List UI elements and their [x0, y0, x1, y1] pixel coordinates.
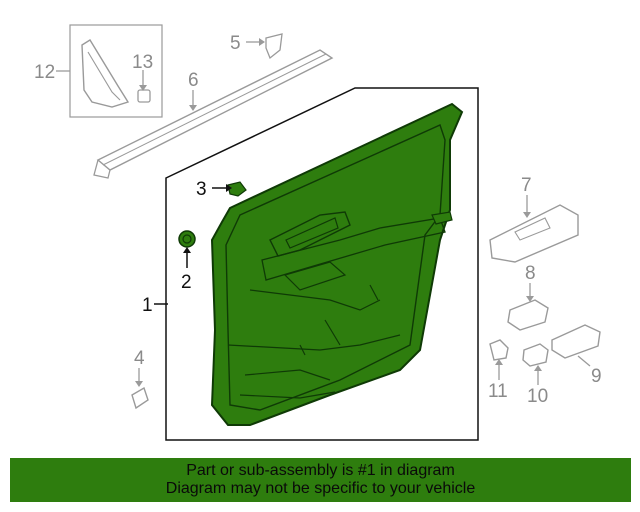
clip-part-3[interactable] — [212, 181, 247, 197]
callout-4: 4 — [134, 348, 145, 369]
switch-part-9[interactable] — [551, 324, 601, 367]
banner-line-1: Part or sub-assembly is #1 in diagram — [186, 462, 455, 479]
callout-3: 3 — [196, 179, 207, 200]
weatherstrip-part-6[interactable] — [93, 49, 334, 179]
banner-line-2: Diagram may not be specific to your vehi… — [165, 480, 476, 497]
clip-part-4[interactable] — [131, 368, 149, 410]
callout-13: 13 — [132, 52, 153, 73]
callout-12: 12 — [34, 62, 55, 83]
callout-10: 10 — [527, 386, 548, 407]
switch-panel-part-7[interactable] — [489, 195, 579, 263]
callout-6: 6 — [188, 70, 199, 91]
callout-2: 2 — [181, 272, 192, 293]
callout-5: 5 — [230, 33, 241, 54]
switch-part-8[interactable] — [507, 283, 549, 331]
clip-part-5[interactable] — [246, 33, 283, 60]
mirror-cover-inset[interactable] — [56, 24, 163, 118]
callout-8: 8 — [525, 263, 536, 284]
callout-11: 11 — [488, 381, 508, 402]
switch-part-11[interactable] — [489, 339, 509, 380]
fastener-part-2[interactable] — [178, 230, 196, 268]
door-trim-panel-part-1[interactable] — [210, 102, 464, 426]
assembly-frame — [165, 87, 479, 441]
callout-9: 9 — [591, 366, 602, 387]
callout-7: 7 — [521, 175, 532, 196]
clip-part-13[interactable] — [137, 70, 151, 103]
info-banner: Part or sub-assembly is #1 in diagram Di… — [10, 458, 631, 502]
switch-part-10[interactable] — [522, 343, 549, 385]
callout-1: 1 — [142, 295, 153, 316]
parts-diagram: 1 2 3 4 5 6 7 8 9 10 11 12 13 — [34, 24, 602, 441]
